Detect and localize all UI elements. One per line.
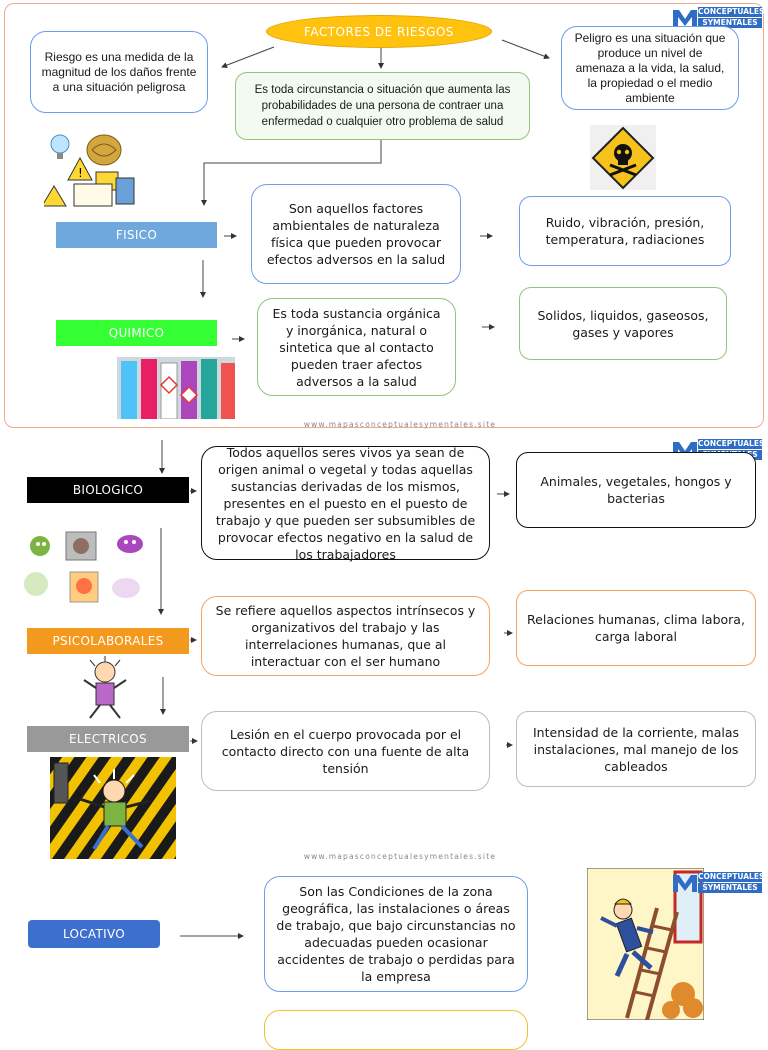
locativo-description-box: Son las Condiciones de la zona geográfic… [264,876,528,992]
fisico-description-box: Son aquellos factores ambientales de nat… [251,184,461,284]
locativo-description: Son las Condiciones de la zona geográfic… [276,884,516,984]
category-quimico: QUIMICO [56,320,217,346]
quimico-examples-box: Solidos, liquidos, gaseosos, gases y vap… [519,287,727,360]
svg-text:!: ! [78,166,83,180]
fisico-examples-box: Ruido, vibración, presión, temperatura, … [519,196,731,266]
category-fisico: FISICO [56,222,217,248]
watermark-1: www.mapasconceptualesymentales.site [303,420,497,429]
category-biologico-label: BIOLOGICO [72,483,144,497]
electricos-examples-box: Intensidad de la corriente, malas instal… [516,711,756,787]
riesgo-definition: Riesgo es una medida de la magnitud de l… [41,49,197,94]
quimico-description: Es toda sustancia orgánica y inorgánica,… [272,305,441,389]
category-psicolaborales-label: PSICOLABORALES [52,634,164,648]
peligro-definition: Peligro es una situación que produce un … [574,30,726,105]
category-electricos-label: ELECTRICOS [69,732,147,746]
category-locativo: LOCATIVO [28,920,160,948]
psicolaborales-examples: Relaciones humanas, clima labora, carga … [527,612,745,644]
peligro-definition-box: Peligro es una situación que produce un … [561,26,739,110]
category-biologico: BIOLOGICO [27,477,189,503]
brand-logo: CONCEPTUALES SYMENTALES [672,6,764,30]
quimico-description-box: Es toda sustancia orgánica y inorgánica,… [257,298,456,396]
category-electricos: ELECTRICOS [27,726,189,752]
stressed-worker-illustration [78,656,132,720]
bacteria-illustration [22,528,150,608]
logo-line2: SYMENTALES [698,883,762,893]
biologico-description-box: Todos aquellos seres vivos ya sean de or… [201,444,490,562]
fisico-examples: Ruido, vibración, presión, temperatura, … [545,215,705,247]
logo-line1: CONCEPTUALES [698,872,765,882]
factor-definition-box: Es toda circunstancia o situación que au… [235,72,530,140]
logo-line2: SYMENTALES [698,18,762,28]
psicolaborales-description-box: Se refiere aquellos aspectos intrínsecos… [201,596,490,676]
category-psicolaborales: PSICOLABORALES [27,628,189,654]
hazard-signs-illustration: ! [44,128,138,210]
fisico-description: Son aquellos factores ambientales de nat… [266,201,446,267]
factor-definition: Es toda circunstancia o situación que au… [254,84,511,128]
chemical-tubes-illustration [117,357,235,419]
brand-logo-3: CONCEPTUALES SYMENTALES [672,871,764,895]
logo-m-icon [673,442,697,459]
logo-line1: CONCEPTUALES [698,7,765,17]
title-ellipse: FACTORES DE RIESGOS [266,15,492,48]
category-quimico-label: QUIMICO [108,326,165,340]
riesgo-definition-box: Riesgo es una medida de la magnitud de l… [30,31,208,113]
skull-crossbones-warning-icon [590,125,656,190]
watermark-2: www.mapasconceptualesymentales.site [303,852,497,861]
page-title: FACTORES DE RIESGOS [304,24,454,39]
section-frame-1 [4,3,764,428]
biologico-description: Todos aquellos seres vivos ya sean de or… [215,444,476,562]
next-box-partial [264,1010,528,1050]
category-locativo-label: LOCATIVO [62,927,126,941]
psicolaborales-examples-box: Relaciones humanas, clima labora, carga … [516,590,756,666]
logo-line1: CONCEPTUALES [698,439,765,449]
biologico-examples-box: Animales, vegetales, hongos y bacterias [516,452,756,528]
logo-m-icon [673,875,697,892]
ladder-fall-illustration [587,868,704,1020]
psicolaborales-description: Se refiere aquellos aspectos intrínsecos… [215,603,476,669]
biologico-examples: Animales, vegetales, hongos y bacterias [540,474,732,506]
electricos-description-box: Lesión en el cuerpo provocada por el con… [201,711,490,791]
electricos-description: Lesión en el cuerpo provocada por el con… [221,726,470,776]
electrocuted-worker-illustration [50,757,176,859]
quimico-examples: Solidos, liquidos, gaseosos, gases y vap… [537,307,709,340]
category-fisico-label: FISICO [115,228,158,242]
logo-m-icon [673,10,697,27]
electricos-examples: Intensidad de la corriente, malas instal… [533,724,739,774]
